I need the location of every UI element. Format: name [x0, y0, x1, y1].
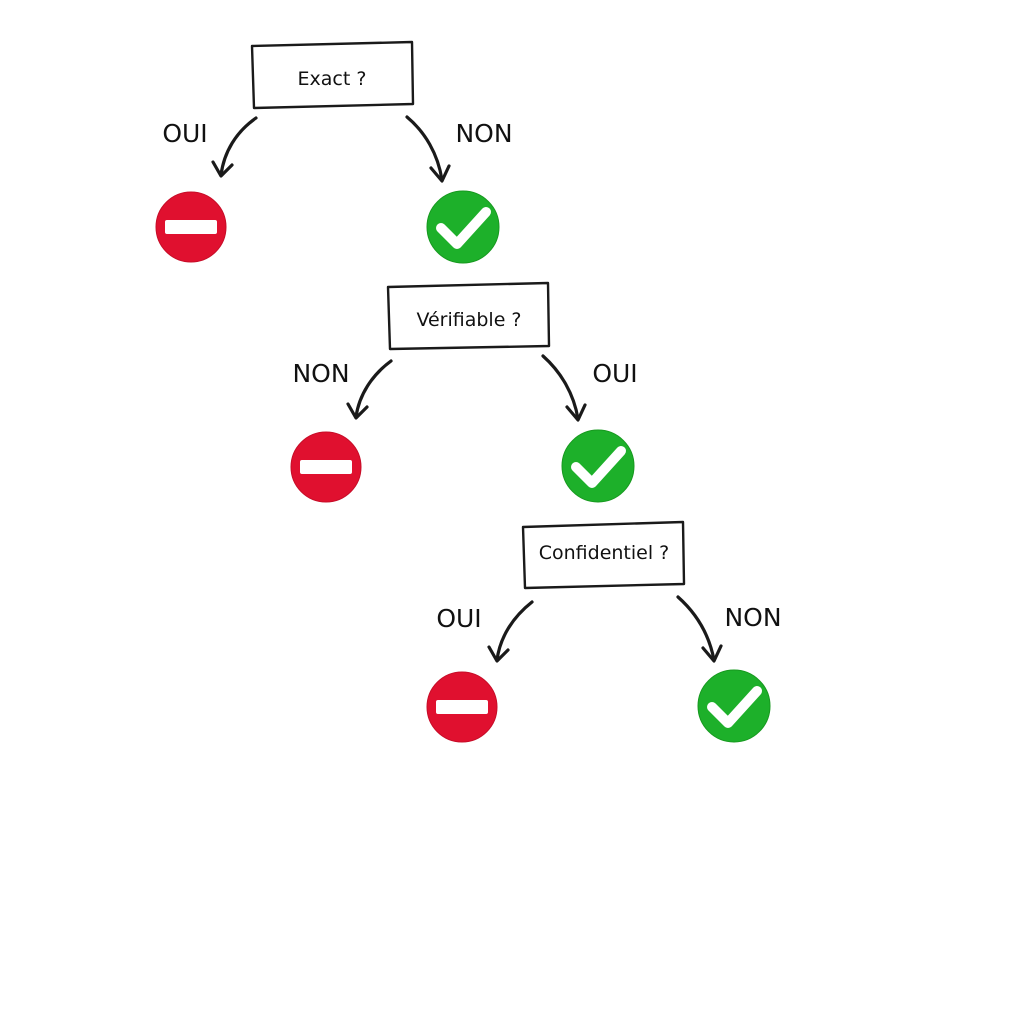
- branch-label-right: OUI: [592, 359, 637, 388]
- decision-node-confidentiel: Confidentiel ? OUI NON: [426, 520, 782, 743]
- checkmark-icon: [426, 190, 500, 264]
- branch-label-right: NON: [724, 603, 781, 632]
- arrow-right-head: [701, 644, 723, 663]
- arrow-right: [541, 354, 580, 421]
- checkmark-icon: [561, 429, 635, 503]
- checkmark-icon: [697, 669, 771, 743]
- branch-label-left: NON: [292, 359, 349, 388]
- no-entry-icon: [155, 191, 227, 263]
- arrow-right: [405, 115, 444, 182]
- question-box: [250, 40, 415, 110]
- question-box: [386, 281, 551, 351]
- no-entry-icon: [290, 431, 362, 503]
- branch-label-left: OUI: [436, 604, 481, 633]
- arrow-left-head: [211, 160, 234, 178]
- question-text: Vérifiable ?: [416, 309, 521, 331]
- decision-node-verifiable: Vérifiable ? NON OUI: [290, 281, 638, 503]
- no-entry-icon: [426, 671, 498, 743]
- arrow-right: [676, 595, 716, 662]
- arrow-right-head: [565, 403, 587, 422]
- arrow-left-head: [346, 402, 369, 420]
- arrow-left: [354, 359, 393, 419]
- arrow-left: [495, 600, 534, 662]
- question-text: Exact ?: [298, 68, 367, 90]
- branch-label-right: NON: [455, 119, 512, 148]
- arrow-right-head: [429, 164, 451, 183]
- question-box: [521, 520, 686, 590]
- arrow-left-head: [487, 645, 510, 663]
- decision-node-exact: Exact ? OUI NON: [155, 40, 513, 264]
- branch-label-left: OUI: [162, 119, 207, 148]
- arrow-left: [219, 116, 258, 177]
- question-text: Confidentiel ?: [539, 542, 670, 564]
